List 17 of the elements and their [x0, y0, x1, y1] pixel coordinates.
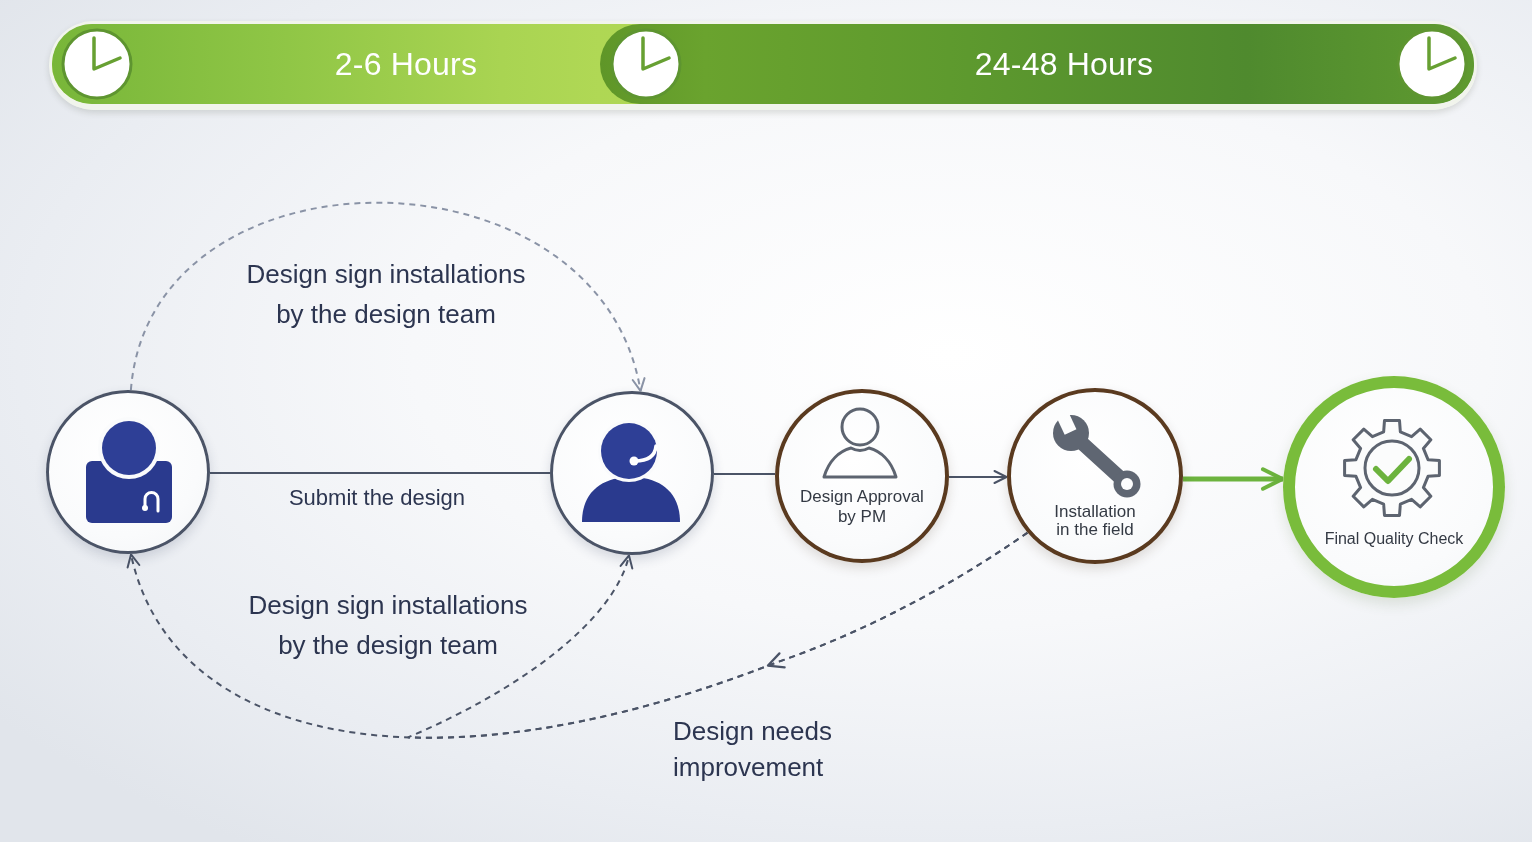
- connector-line: [713, 473, 776, 475]
- step-label: Final Quality Check: [1323, 529, 1465, 549]
- connector-line: [209, 472, 551, 474]
- edge-label: Submit the design: [287, 484, 467, 512]
- arrow: [948, 470, 1008, 484]
- step-label: Installation in the field: [1053, 503, 1137, 539]
- annotation-text: Design sign installations by the design team: [247, 589, 529, 662]
- timeline-segment: [600, 24, 1474, 104]
- dashed-arrow: [406, 531, 1029, 739]
- duration-label: 24-48 Hours: [974, 45, 1154, 84]
- edge-label: Design sign installations by the design team: [245, 258, 527, 331]
- duration-label: 2-6 Hours: [334, 45, 478, 84]
- arrow: [1182, 467, 1285, 491]
- edge-label: Design needs improvement: [673, 715, 833, 784]
- dashed-arrow: [129, 201, 644, 393]
- timeline-segment: [52, 24, 600, 104]
- step-label: Design Approval by PM: [799, 487, 925, 527]
